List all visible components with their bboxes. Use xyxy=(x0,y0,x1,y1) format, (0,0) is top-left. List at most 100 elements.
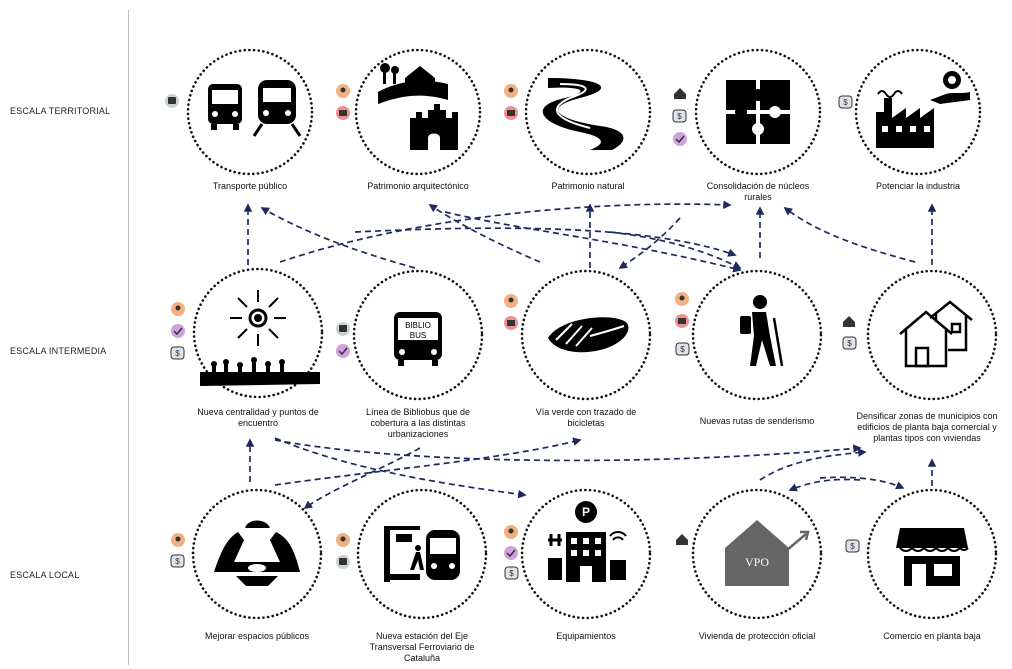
economic-badge-icon: $ xyxy=(672,109,687,123)
greenway-icon xyxy=(548,317,629,353)
convergence-icon xyxy=(230,290,286,346)
economic-badge-icon: $ xyxy=(170,346,185,360)
arrow xyxy=(783,206,916,263)
category-badges: $ $ $ $ $ $ $ $ xyxy=(165,84,860,580)
vpo-text: VPO xyxy=(745,555,769,569)
location-badge-icon xyxy=(171,533,185,547)
node-label-patrimonio-arquitectonico: Patrimonio arquitectónico xyxy=(367,181,469,191)
node-circle-comercio xyxy=(866,488,998,620)
houses-icon xyxy=(899,300,973,368)
bus-icon xyxy=(208,84,242,130)
arrow xyxy=(788,478,861,492)
svg-text:$: $ xyxy=(680,345,685,354)
svg-text:$: $ xyxy=(677,112,682,121)
economic-badge-icon: $ xyxy=(170,554,185,568)
economic-badge-icon: $ xyxy=(675,342,690,356)
svg-text:$: $ xyxy=(850,542,855,551)
node-label-transporte: Transporte público xyxy=(212,181,288,191)
node-label-patrimonio-natural: Patrimonio natural xyxy=(551,181,625,191)
arrow xyxy=(260,207,416,269)
social-badge-icon xyxy=(171,324,185,338)
node-circle-densificar xyxy=(866,269,998,401)
farm-landscape-icon xyxy=(378,63,448,104)
location-badge-icon xyxy=(171,302,185,316)
location-badge-icon xyxy=(504,84,518,98)
svg-text:$: $ xyxy=(847,339,852,348)
arrow xyxy=(274,437,582,486)
factory-icon xyxy=(876,90,934,148)
svg-text:$: $ xyxy=(509,569,514,578)
node-label-bibliobus: Línea de Bibliobus que de cobertura a la… xyxy=(365,407,471,439)
node-label-industria: Potenciar la industria xyxy=(875,181,961,191)
svg-text:$: $ xyxy=(175,349,180,358)
arrow xyxy=(274,437,527,499)
parking-letter: P xyxy=(582,505,590,519)
facilities-icon: P xyxy=(548,501,627,582)
biblio-text: BIBLIO xyxy=(405,321,431,330)
river-path-icon xyxy=(542,78,624,150)
bus-text: BUS xyxy=(410,331,426,340)
arrow xyxy=(609,231,742,269)
arrow xyxy=(759,448,867,481)
bibliobus-icon: BIBLIO BUS xyxy=(394,312,442,366)
economic-badge-icon: $ xyxy=(842,336,857,350)
castle-icon xyxy=(410,104,458,150)
gear-hand-icon xyxy=(930,71,970,104)
node-label-consolidacion: Consolidación de núcleos rurales xyxy=(706,181,810,202)
plaza-icon xyxy=(214,520,300,586)
train-front-icon xyxy=(426,530,460,580)
location-badge-icon xyxy=(336,84,350,98)
puzzle-icon xyxy=(726,80,790,144)
social-badge-icon xyxy=(336,344,350,358)
economic-badge-icon: $ xyxy=(838,95,853,109)
node-label-equipamientos: Equipamientos xyxy=(556,631,616,641)
node-label-espacios: Mejorar espacios públicos xyxy=(204,631,310,641)
location-badge-icon xyxy=(504,525,518,539)
node-circle-consolidacion xyxy=(694,48,822,176)
node-label-vpo: Vivienda de protección oficial xyxy=(698,631,816,641)
economic-badge-icon: $ xyxy=(845,539,860,553)
heritage-badge-icon xyxy=(504,316,518,330)
scale-label-intermedia: ESCALA INTERMEDIA xyxy=(10,346,107,356)
train-icon xyxy=(252,80,302,137)
scale-label-local: ESCALA LOCAL xyxy=(10,570,80,580)
node-label-centralidad: Nueva centralidad y puntos de encuentro xyxy=(197,407,319,428)
transport-badge-icon xyxy=(165,94,179,108)
heritage-badge-icon xyxy=(336,106,350,120)
location-badge-icon xyxy=(336,533,350,547)
node-label-comercio: Comercio en planta baja xyxy=(883,631,981,641)
home-badge-icon xyxy=(843,316,855,327)
transport-badge-icon xyxy=(336,555,350,569)
svg-text:$: $ xyxy=(175,557,180,566)
crowd-silhouette-icon xyxy=(200,357,320,386)
arrow xyxy=(279,200,732,263)
connection-arrows xyxy=(243,200,937,509)
storefront-icon xyxy=(896,528,969,586)
location-badge-icon xyxy=(675,292,689,306)
vertical-divider xyxy=(128,10,129,665)
transport-badge-icon xyxy=(336,322,350,336)
arrow xyxy=(354,227,737,257)
arrow xyxy=(618,217,681,269)
node-label-senderismo: Nuevas rutas de senderismo xyxy=(699,416,815,426)
social-badge-icon xyxy=(673,132,687,146)
node-circle-estacion xyxy=(356,488,488,620)
arrow xyxy=(444,211,742,273)
hiker-icon xyxy=(740,295,784,367)
svg-text:$: $ xyxy=(843,98,848,107)
economic-badge-icon: $ xyxy=(504,566,519,580)
heritage-badge-icon xyxy=(675,314,689,328)
station-platform-icon xyxy=(384,526,424,582)
arrow xyxy=(274,439,862,462)
social-badge-icon xyxy=(504,546,518,560)
node-label-estacion: Nueva estación del Eje Transversal Ferro… xyxy=(369,631,475,663)
home-badge-icon xyxy=(676,534,688,545)
vpo-house-icon: VPO xyxy=(725,520,810,586)
home-badge-icon xyxy=(674,88,686,99)
arrow xyxy=(819,476,905,490)
arrow xyxy=(428,204,541,263)
node-label-densificar: Densificar zonas de municipios con edifi… xyxy=(856,411,998,443)
location-badge-icon xyxy=(504,294,518,308)
scale-label-territorial: ESCALA TERRITORIAL xyxy=(10,106,111,116)
